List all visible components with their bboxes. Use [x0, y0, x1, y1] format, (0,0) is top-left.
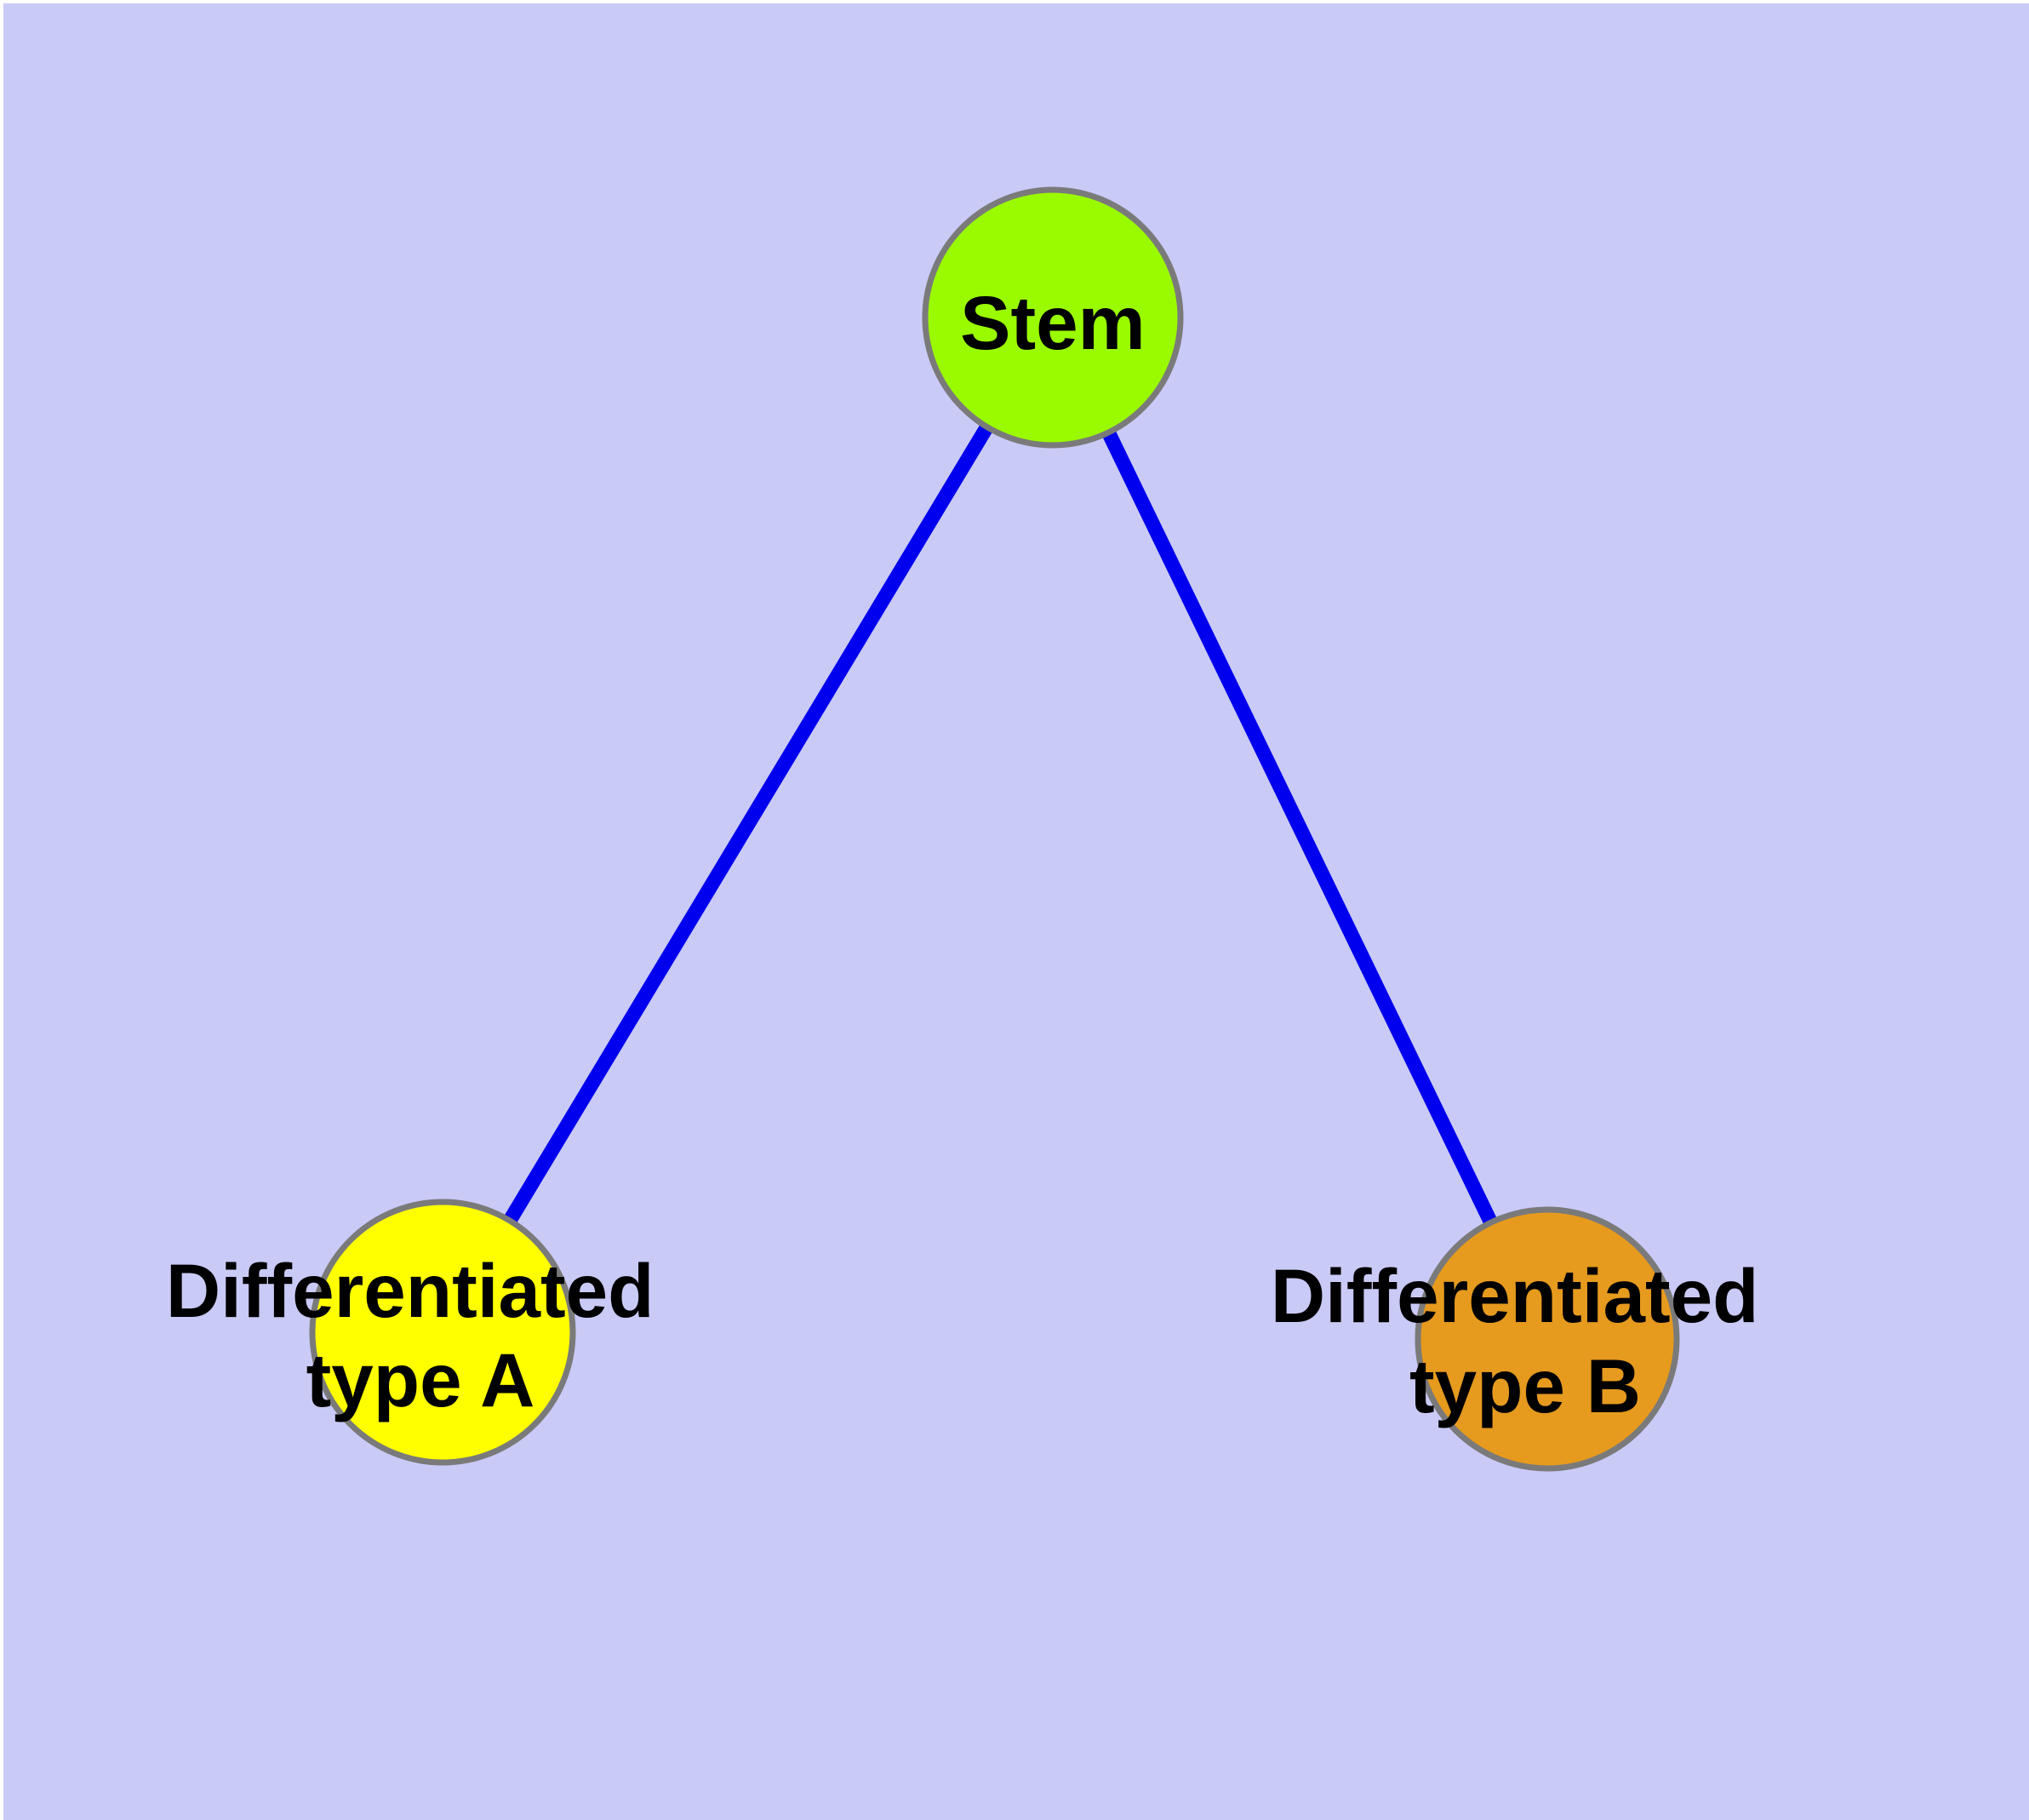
node-stem-label: Stem — [960, 280, 1146, 365]
edge-stem-to-type-b — [1046, 314, 1554, 1342]
node-type-a-label-line2: type A — [306, 1337, 535, 1422]
nodes — [309, 186, 1680, 1472]
node-type-a-label-line1: Differentiated — [166, 1248, 654, 1333]
edge-stem-to-type-a — [436, 313, 1060, 1336]
node-stem-circle — [922, 186, 1184, 449]
node-type-b-label-line1: Differentiated — [1271, 1253, 1759, 1338]
node-labels: Stem Differentiated type A Differentiate… — [166, 280, 1780, 1428]
node-type-a-circle — [309, 1199, 576, 1466]
node-type-a-label: Differentiated type A — [166, 1248, 675, 1422]
node-type-b-label: Differentiated type B — [1271, 1253, 1780, 1428]
node-type-b-label-line2: type B — [1409, 1343, 1641, 1428]
edges — [436, 313, 1554, 1342]
node-type-b-circle — [1415, 1206, 1680, 1472]
